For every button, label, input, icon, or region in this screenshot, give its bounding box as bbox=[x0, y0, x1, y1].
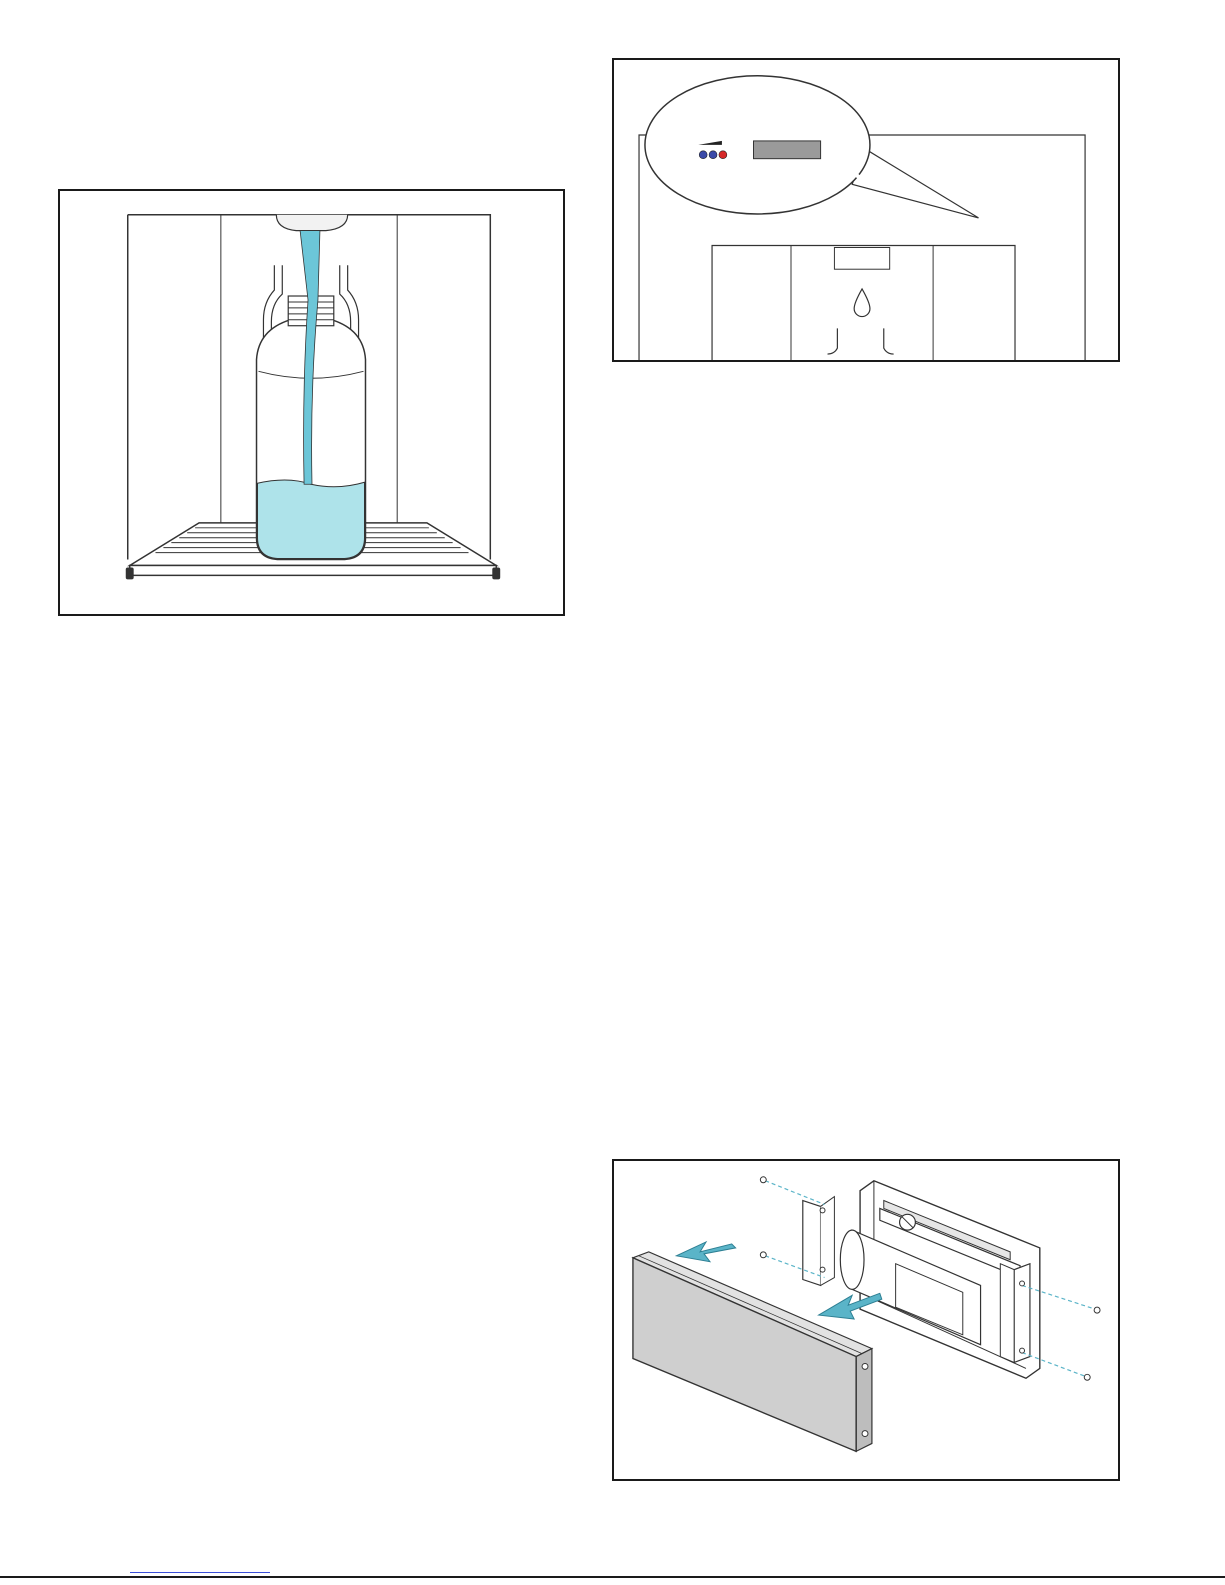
spout-icon bbox=[276, 215, 347, 231]
control-panel-illustration bbox=[614, 60, 1118, 360]
water-drop-icon bbox=[854, 289, 870, 317]
led-blue-icon bbox=[699, 151, 707, 159]
led-blue-icon bbox=[709, 151, 717, 159]
filter-cover-panel bbox=[633, 1258, 856, 1452]
screw-icon bbox=[1084, 1374, 1090, 1380]
arrow-left-icon bbox=[676, 1242, 735, 1262]
footer-link-underline bbox=[130, 1572, 270, 1573]
filter-cartridge-icon bbox=[840, 1230, 864, 1289]
screw-icon bbox=[760, 1252, 766, 1258]
screw-icon bbox=[1094, 1307, 1100, 1313]
bottle-fill-illustration bbox=[60, 191, 563, 614]
figure-bottle-filling bbox=[58, 189, 565, 616]
footer-rule bbox=[0, 1576, 1225, 1578]
filter-cover-removal-illustration bbox=[614, 1161, 1118, 1479]
display-window bbox=[754, 141, 821, 159]
figure-filter-cover bbox=[612, 1159, 1120, 1481]
figure-control-panel bbox=[612, 58, 1120, 362]
led-red-icon bbox=[719, 151, 727, 159]
screw-icon bbox=[760, 1177, 766, 1183]
